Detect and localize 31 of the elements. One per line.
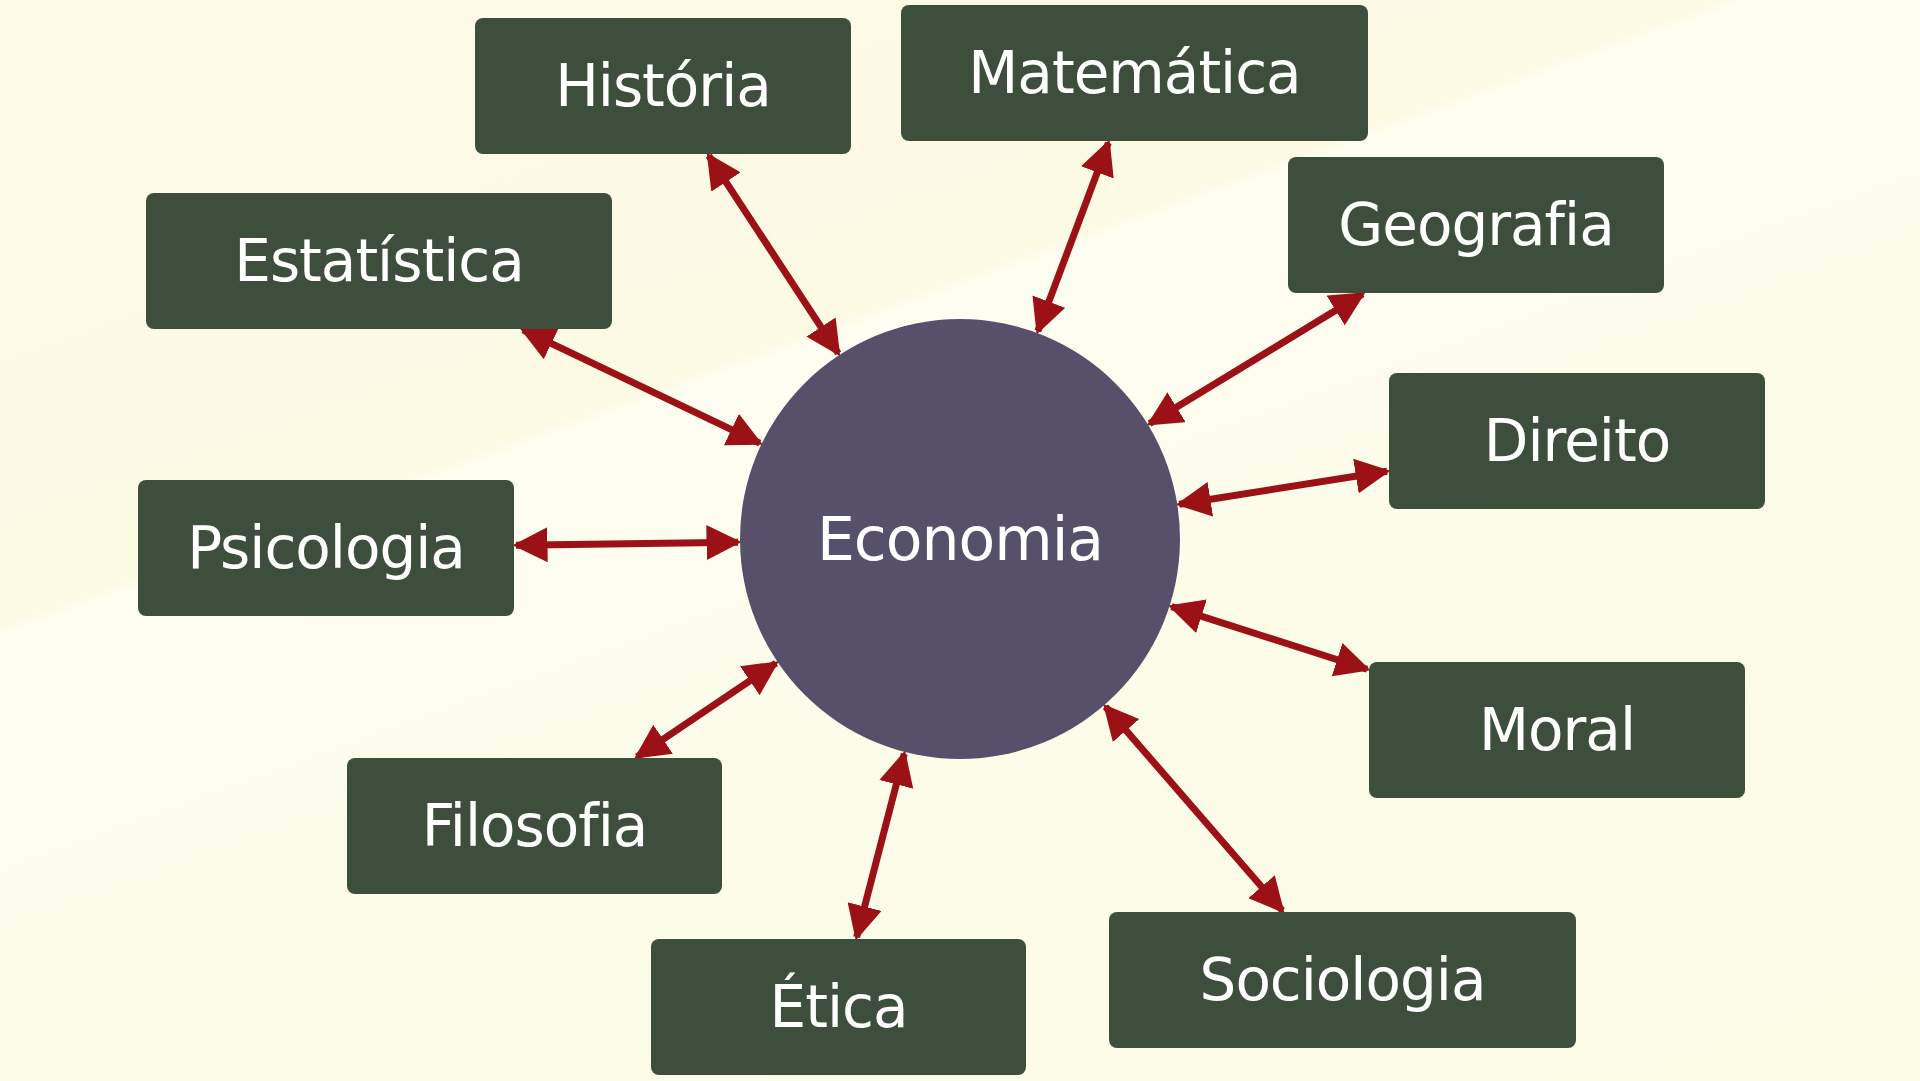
topic-box (1389, 373, 1765, 509)
topic-label: Economia (816, 504, 1104, 574)
double-arrow (1102, 704, 1285, 914)
topic-box (1109, 912, 1576, 1048)
topic-label: Filosofia (421, 792, 648, 860)
topic-box (146, 193, 612, 329)
double-arrow (519, 326, 763, 447)
topic-label: Matemática (968, 39, 1301, 107)
topic-label: História (555, 52, 771, 120)
topic-label: Geografia (1338, 191, 1614, 259)
double-arrow (705, 152, 842, 357)
topic-label: Moral (1479, 696, 1635, 764)
topic-label: Ética (769, 973, 908, 1041)
topic-box (138, 480, 514, 616)
topic-box (347, 758, 722, 894)
topic-box (901, 5, 1368, 141)
double-arrow (634, 660, 779, 760)
double-arrow (847, 750, 914, 941)
topic-label: Sociologia (1199, 946, 1486, 1014)
topic-box (475, 18, 851, 154)
double-arrow (1168, 599, 1371, 677)
double-arrow (512, 525, 742, 563)
topic-box (651, 939, 1026, 1075)
double-arrow (1175, 458, 1391, 517)
double-arrow (1146, 291, 1366, 427)
topic-box (1369, 662, 1745, 798)
topic-label: Estatística (234, 227, 524, 295)
double-arrow (1032, 139, 1114, 335)
topic-label: Psicologia (187, 514, 465, 582)
topic-label: Direito (1483, 407, 1671, 475)
topic-box (1288, 157, 1664, 293)
